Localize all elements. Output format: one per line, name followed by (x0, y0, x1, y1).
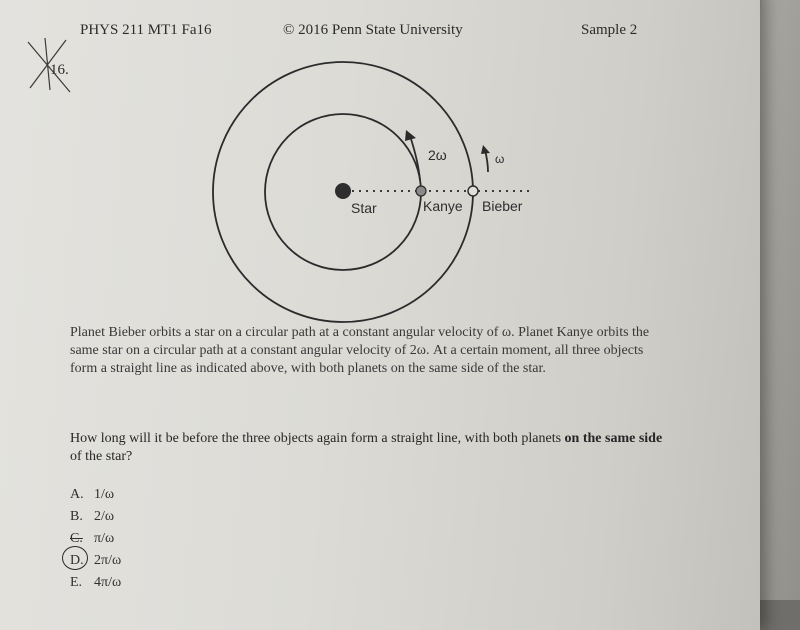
question-mark-scribble (27, 37, 71, 93)
choice-text: 2/ω (94, 509, 115, 524)
prompt-start: How long will it be before the three obj… (70, 431, 565, 446)
choice-letter: A. (70, 487, 84, 502)
choice-e[interactable]: E. 4π/ω (70, 572, 121, 594)
problem-statement: Planet Bieber orbits a star on a circula… (70, 325, 650, 376)
question-prompt: How long will it be before the three obj… (70, 430, 670, 466)
course-header: PHYS 211 MT1 Fa16 (80, 22, 212, 38)
choice-letter: C. (70, 531, 83, 546)
bieber-label: Bieber (482, 198, 523, 214)
star-dot (335, 183, 351, 199)
choice-a[interactable]: A. 1/ω (70, 484, 121, 506)
copyright-header: © 2016 Penn State University (283, 22, 463, 38)
answer-choices: A.1/ω B.2/ω C.π/ω D.2π/ω E.4π/ω (70, 484, 121, 594)
question-number: 16. (50, 62, 69, 78)
choice-text: 2π/ω (94, 553, 122, 568)
orbit-diagram: Star Kanye Bieber 2ω ω (212, 61, 530, 323)
star-label: Star (351, 200, 377, 216)
kanye-velocity-label: 2ω (428, 147, 447, 163)
selected-answer-circle (62, 546, 88, 570)
sample-header: Sample 2 (581, 22, 638, 38)
choice-c[interactable]: C. π/ω (70, 528, 121, 550)
choice-letter: B. (70, 509, 83, 524)
choice-text: 1/ω (94, 487, 115, 502)
choice-letter: E. (70, 575, 83, 590)
exam-page (0, 0, 760, 630)
choice-b[interactable]: B. 2/ω (70, 506, 121, 528)
prompt-bold: on the same side (564, 431, 663, 446)
choice-text: 4π/ω (94, 575, 122, 590)
kanye-planet (415, 185, 427, 197)
kanye-velocity-arrow (409, 135, 421, 181)
kanye-label: Kanye (423, 198, 463, 214)
prompt-end: of the star? (70, 449, 133, 464)
bieber-planet (467, 185, 479, 197)
choice-text: π/ω (94, 531, 115, 546)
bieber-velocity-label: ω (495, 152, 504, 166)
